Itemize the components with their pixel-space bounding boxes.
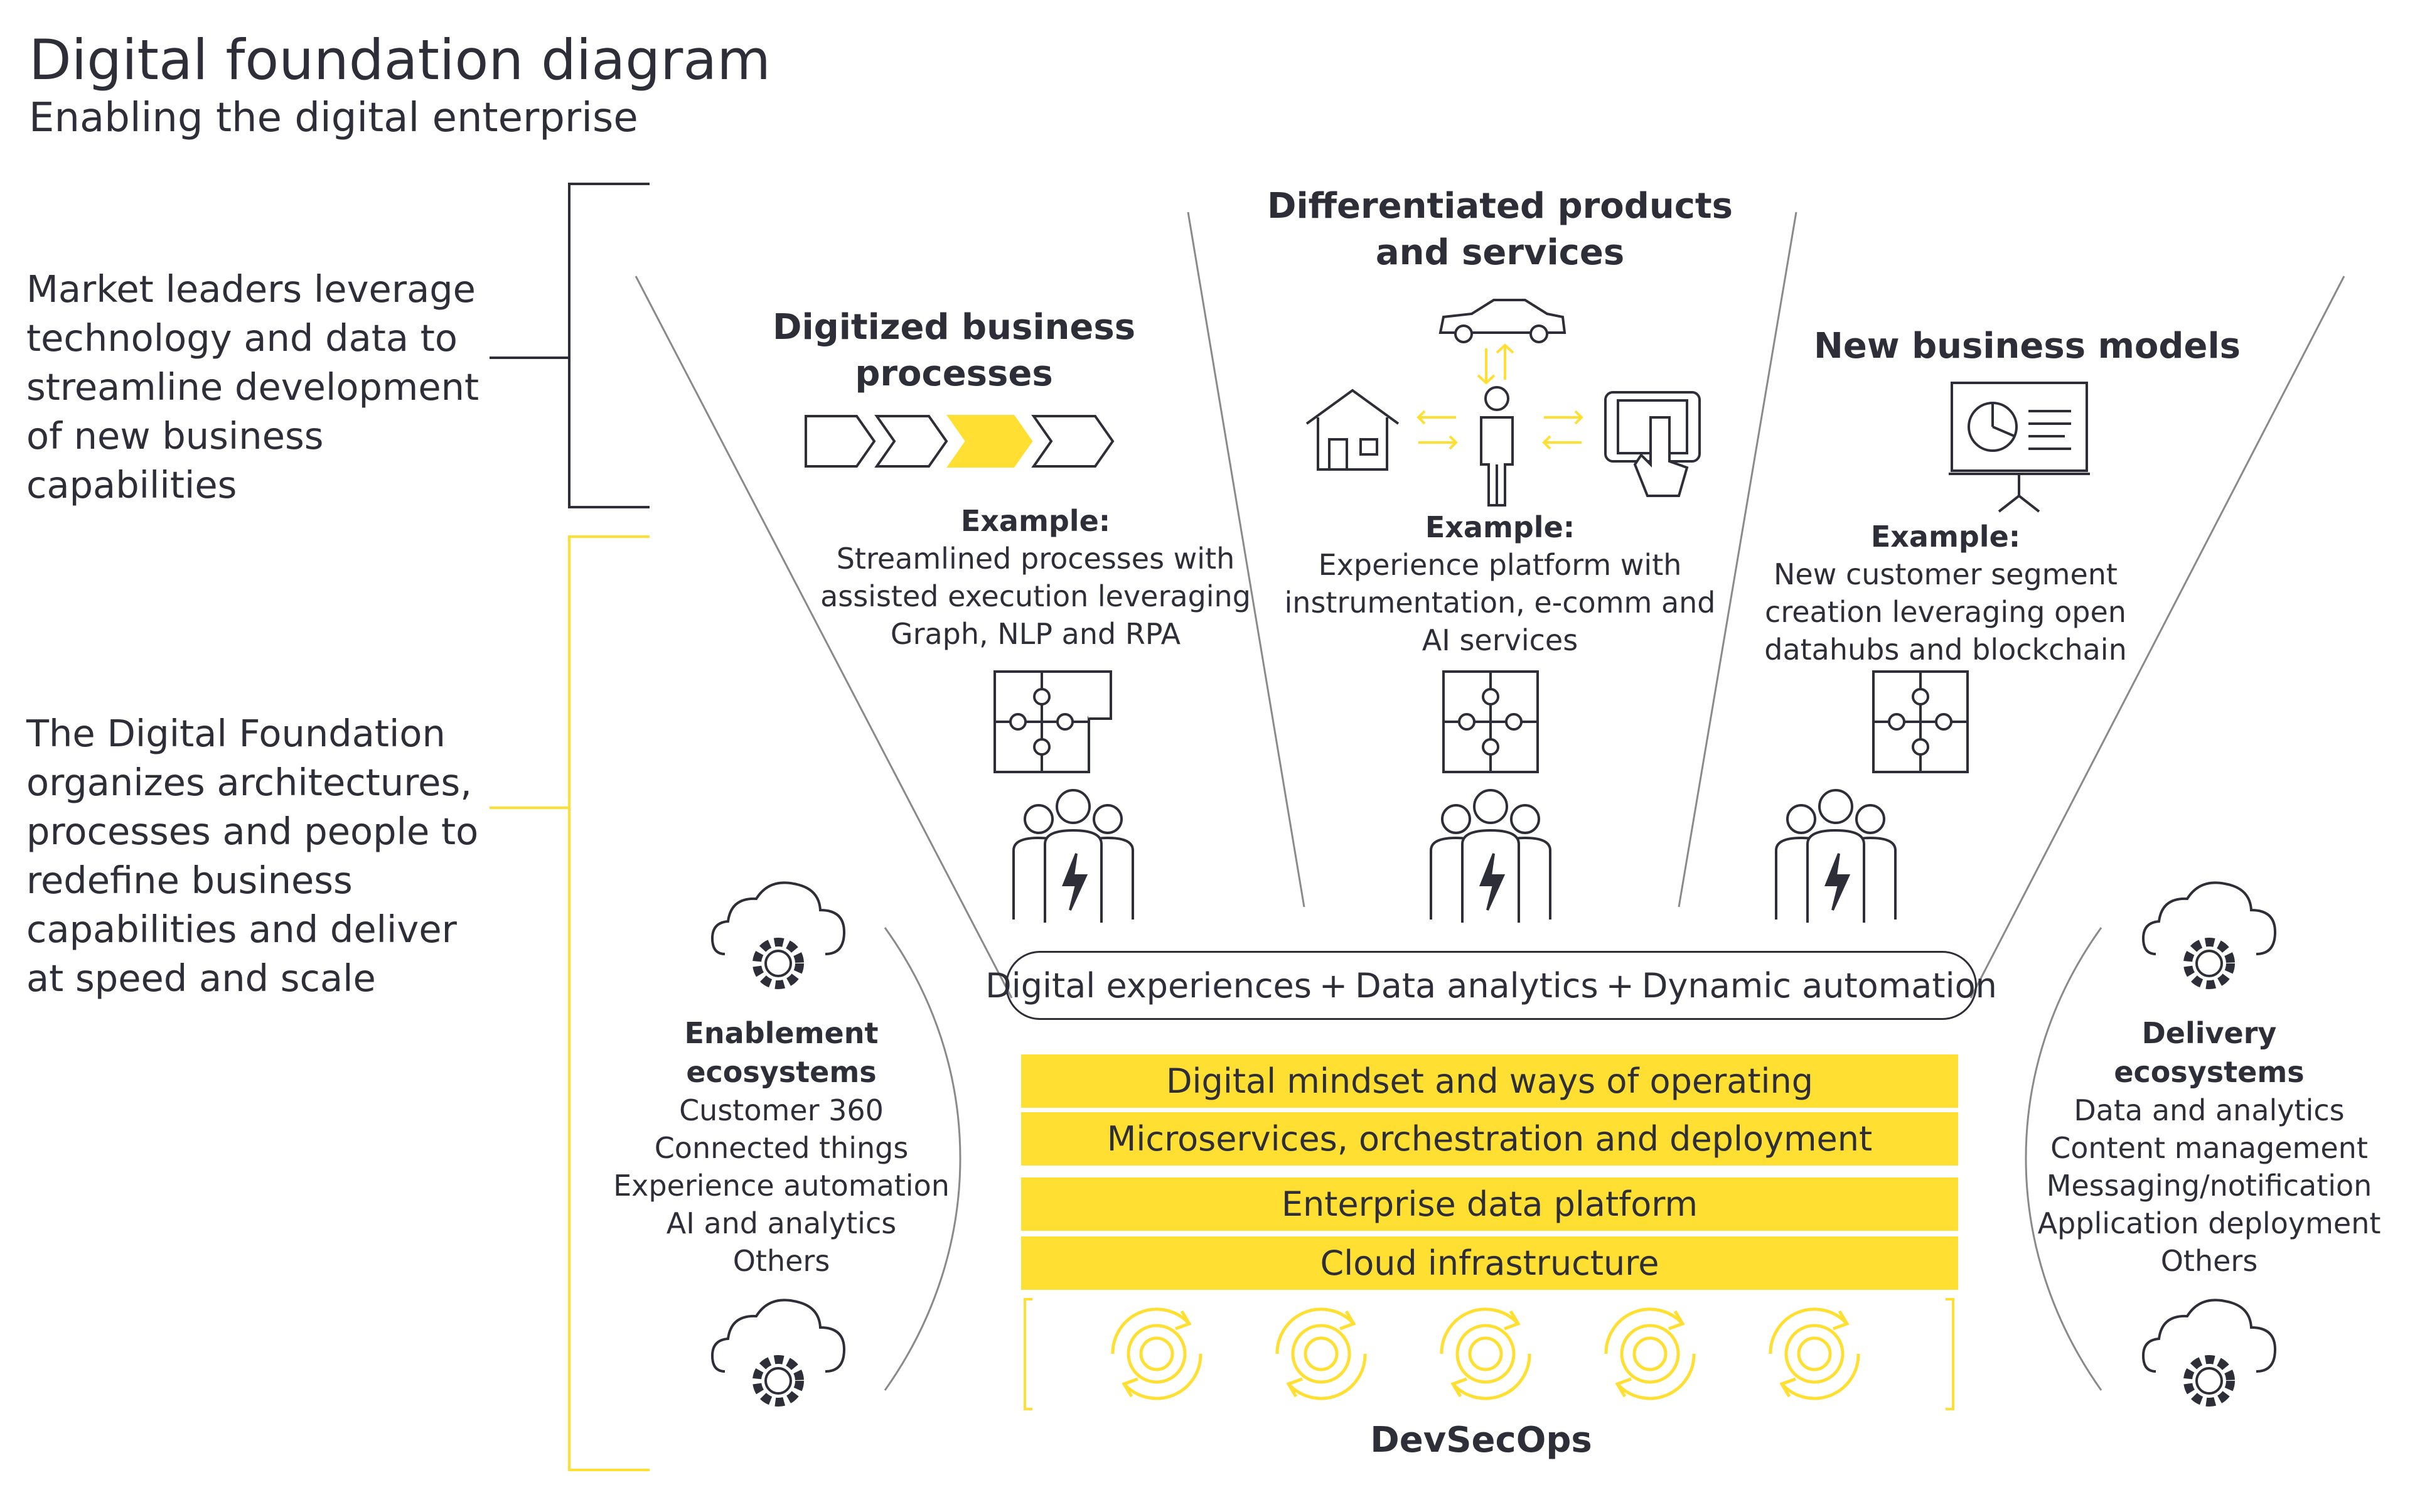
foundation-bracket	[490, 535, 650, 1471]
layer-enterprise-data: Enterprise data platform	[1021, 1177, 1958, 1231]
arrows-icon	[1417, 343, 1583, 450]
layer-microservices: Microservices, orchestration and deploym…	[1021, 1112, 1958, 1166]
devsecops-bracket	[1024, 1298, 1954, 1410]
enablement-ecosystems: Enablement ecosystems Customer 360 Conne…	[613, 1016, 950, 1278]
puzzle-icon-2	[1442, 670, 1539, 773]
new-business-models-example: Example: New customer segment creation l…	[1764, 520, 2127, 667]
team-icon-2	[1430, 789, 1551, 923]
cycle-icons	[1111, 1307, 1860, 1400]
presentation-chart-icon	[1949, 382, 2090, 513]
car-icon	[1438, 299, 1566, 343]
process-chevrons-icon	[805, 415, 1115, 468]
page-subtitle: Enabling the digital enterprise	[29, 95, 638, 141]
puzzle-icon-1	[993, 670, 1112, 773]
capabilities-pill: Digital experiences + Data analytics + D…	[985, 951, 1997, 1020]
puzzle-icon-3	[1872, 670, 1969, 773]
devsecops-label: DevSecOps	[1370, 1420, 1592, 1461]
market-leaders-text: Market leaders leverage technology and d…	[26, 267, 479, 507]
team-icon-3	[1775, 789, 1897, 923]
house-icon	[1305, 389, 1400, 471]
tablet-touch-icon	[1604, 391, 1701, 497]
cloud-gear-icon-4	[2141, 1299, 2277, 1407]
cloud-gear-icon-3	[2141, 881, 2277, 989]
layer-cloud-infrastructure: Cloud infrastructure	[1021, 1236, 1958, 1290]
page-title: Digital foundation diagram	[29, 28, 771, 92]
differentiated-products-example: Example: Experience platform with instru…	[1284, 510, 1716, 657]
layer-digital-mindset: Digital mindset and ways of operating	[1021, 1054, 1958, 1108]
new-business-models-heading: New business models	[1814, 326, 2241, 367]
market-bracket	[490, 183, 650, 508]
team-icon-1	[1012, 789, 1134, 923]
cloud-gear-icon-2	[710, 1299, 846, 1407]
cloud-gear-icon-1	[710, 881, 846, 989]
delivery-ecosystems: Delivery ecosystems Data and analytics C…	[2037, 1016, 2381, 1278]
differentiated-products-heading: Differentiated products and services	[1267, 186, 1733, 273]
person-icon	[1480, 386, 1514, 507]
digitized-processes-example: Example: Streamlined processes with assi…	[820, 504, 1251, 651]
digital-foundation-text: The Digital Foundation organizes archite…	[26, 712, 479, 1000]
funnel-lines	[635, 212, 2345, 1391]
digitized-processes-heading: Digitized business processes	[772, 307, 1136, 394]
